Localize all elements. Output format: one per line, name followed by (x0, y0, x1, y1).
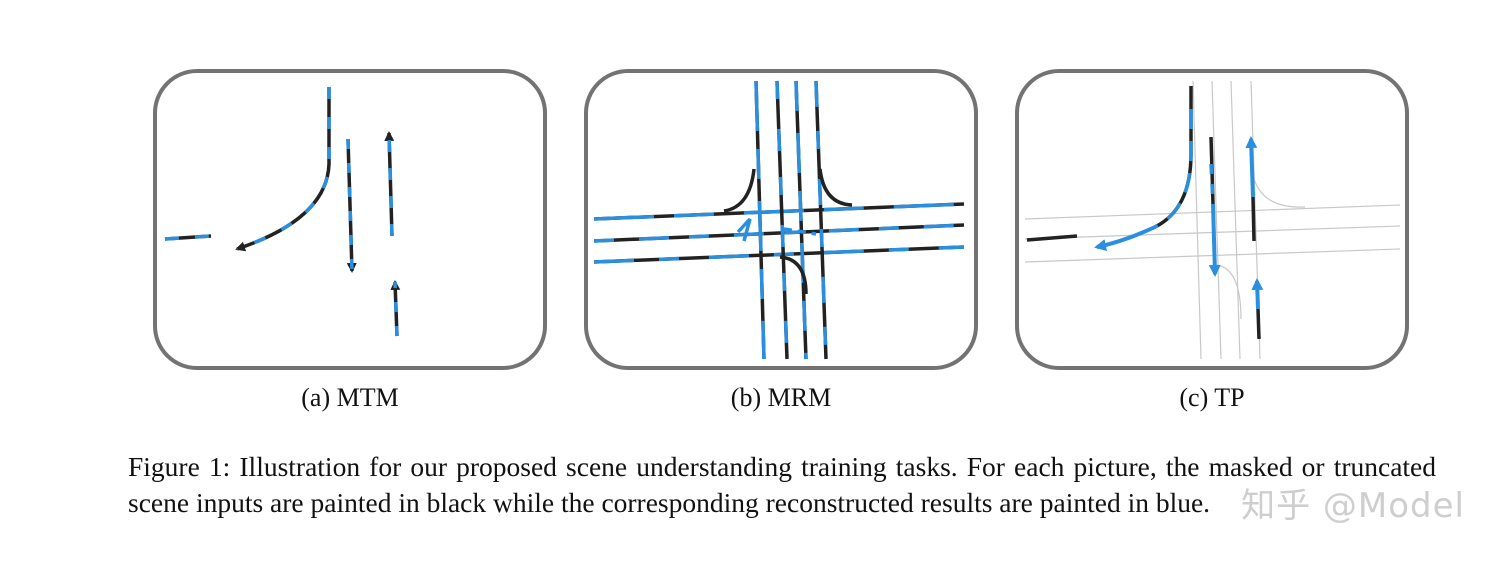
road-curve-nw (723, 168, 756, 213)
figure-caption: Figure 1: Illustration for our proposed … (128, 451, 1436, 518)
watermark: 知乎 @Model (1241, 486, 1465, 526)
mrm-road-map (593, 80, 965, 360)
trajectory-up-short-input (1256, 308, 1261, 340)
subcaption-tp: (c) TP (1179, 383, 1245, 412)
mtm-trajectories (164, 87, 401, 337)
trajectory-turn-input (1154, 86, 1193, 229)
trajectory-up-short-prediction (1251, 278, 1264, 310)
road-lane-v4 (814, 80, 828, 360)
road-curve-ne (818, 168, 853, 207)
trajectory-up-input (1251, 196, 1256, 242)
subcaption-mrm: (b) MRM (730, 383, 832, 412)
subcaption-mtm: (a) MTM (301, 383, 399, 412)
tp-trajectories (1024, 80, 1401, 360)
panel-mtm (153, 69, 547, 370)
road-lane-v2 (775, 80, 789, 360)
trajectory-left-input (1026, 234, 1078, 242)
trajectory-down-prediction (1208, 203, 1221, 277)
panel-tp (1015, 69, 1409, 370)
trajectory-turn-prediction (1094, 225, 1156, 251)
trajectory-down (346, 138, 357, 273)
trajectory-turn (235, 87, 331, 252)
panel-mrm (584, 69, 978, 370)
road-lines (1024, 80, 1401, 360)
trajectory-up-prediction (1245, 136, 1258, 198)
road-curve-se (779, 255, 808, 295)
